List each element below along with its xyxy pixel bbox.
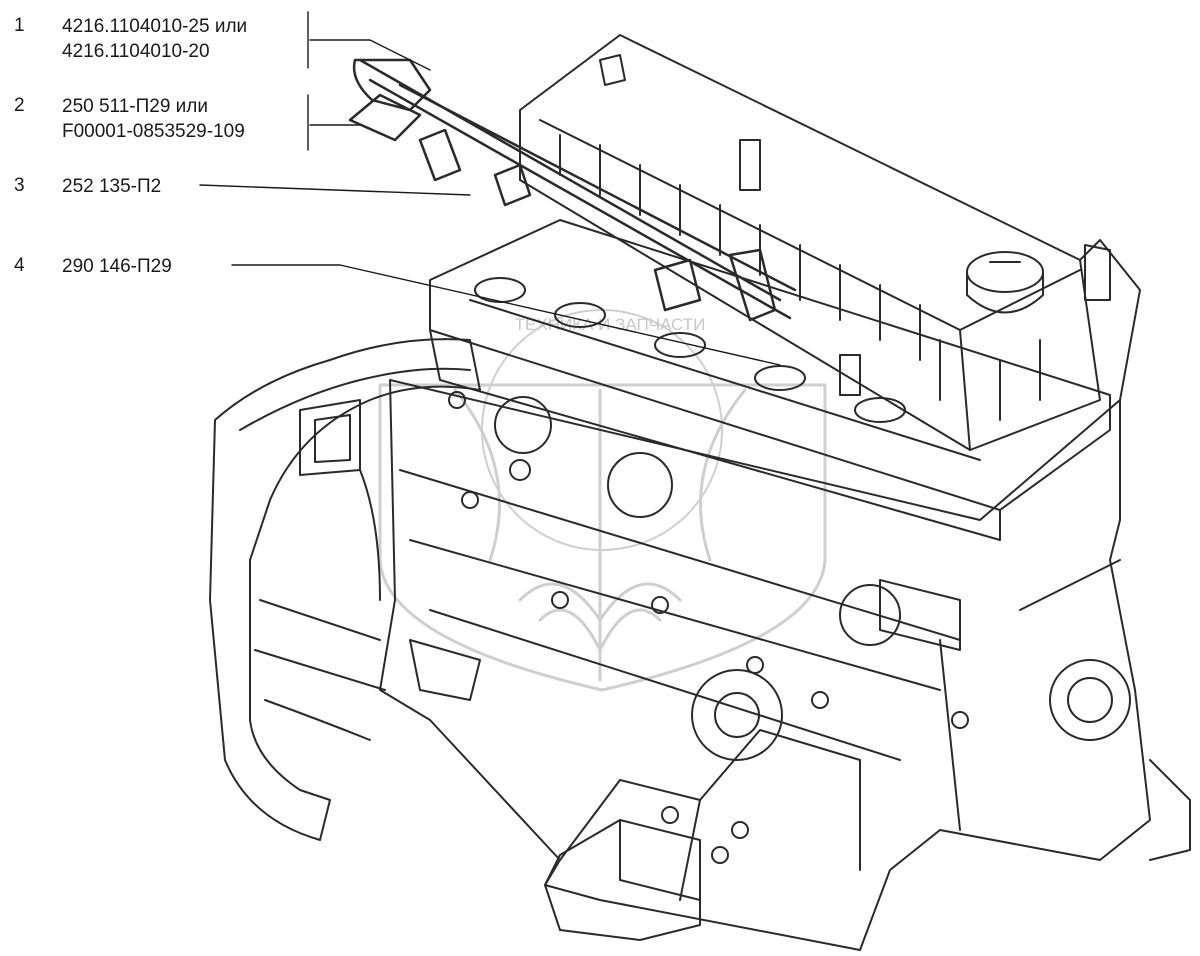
callout-1-number: 1 [14, 15, 25, 36]
callout-3-number: 3 [14, 175, 25, 196]
fuel-rail [348, 58, 797, 322]
leader-lines [199, 11, 781, 366]
watermark-text: ТЕХНИКА И ЗАПЧАСТИ [515, 315, 706, 334]
timing-cover [1079, 239, 1191, 861]
engine-block [379, 379, 1151, 951]
callout-1-line-1: 4216.1104010-25 или [62, 16, 248, 37]
callout-4-line-1: 290 146-П29 [62, 256, 172, 277]
callout-3-line-1: 252 135-П2 [62, 176, 162, 197]
engine-mount [544, 819, 701, 941]
valve-cover [519, 34, 1101, 451]
callout-1-line-2: 4216.1104010-20 [62, 41, 210, 62]
leader-line-3 [199, 184, 471, 196]
leader-line-1 [309, 39, 431, 71]
callout-2-line-1: 250 511-П29 или [62, 96, 208, 117]
oil-filler-cap [966, 251, 1044, 314]
callout-4-number: 4 [14, 255, 25, 276]
callout-2-number: 2 [14, 95, 25, 116]
callout-2-line-2: F00001-0853529-109 [62, 121, 245, 142]
watermark-logo-icon [378, 309, 827, 692]
intake-manifold [209, 338, 481, 841]
leader-line-4 [231, 264, 781, 366]
cylinder-head [429, 219, 1111, 541]
